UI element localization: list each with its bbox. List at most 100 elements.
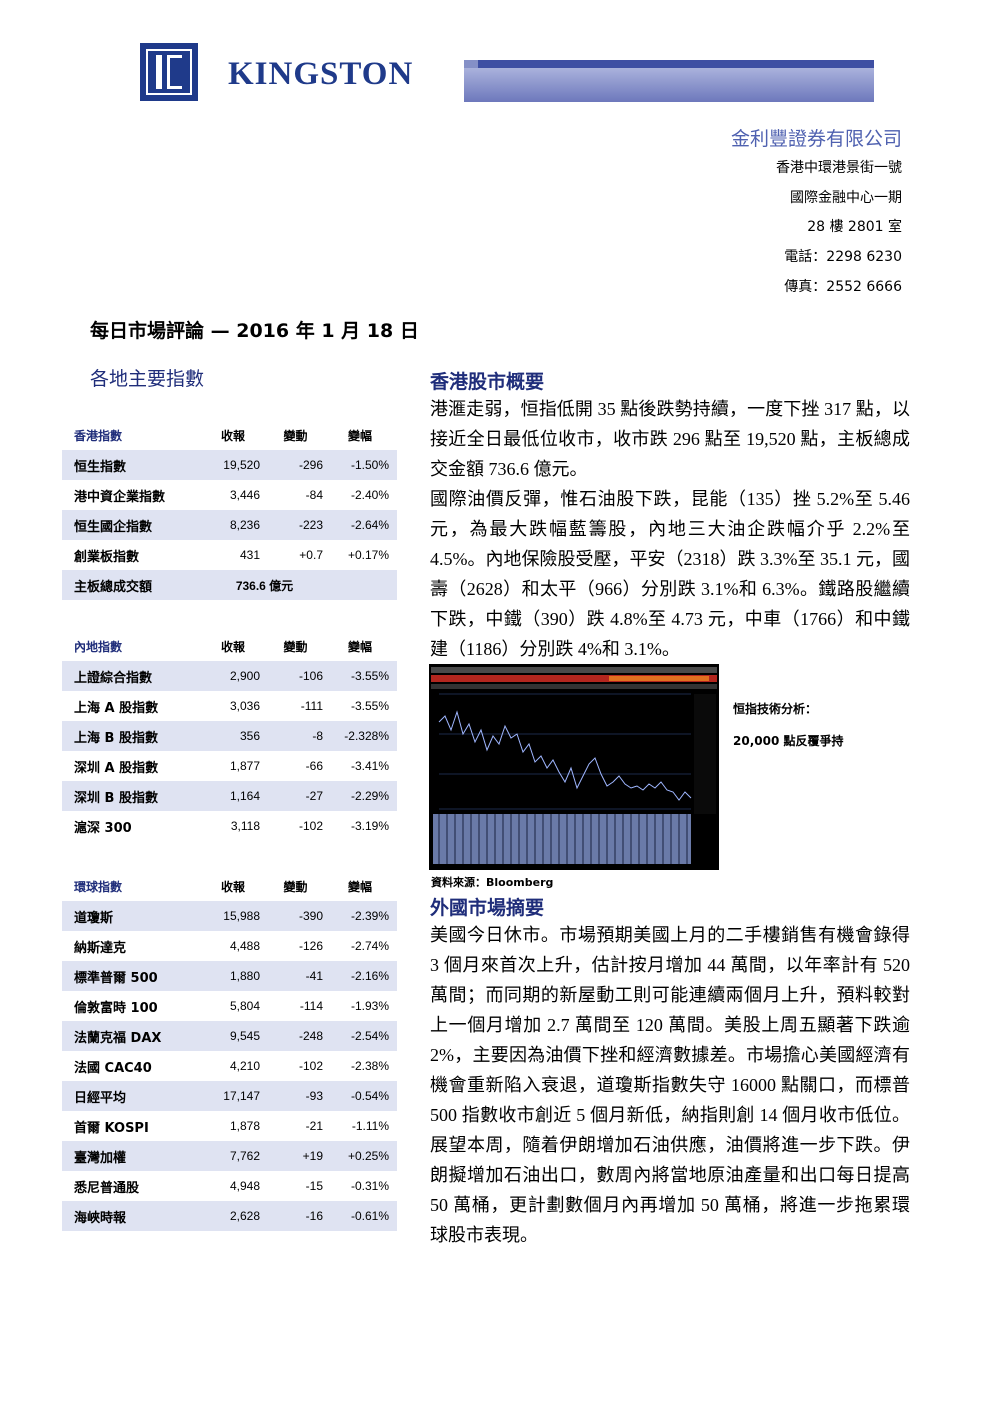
header-close: 收報 [220,639,245,654]
index-close: 1,878 [229,1119,260,1133]
header-change: 變動 [283,639,308,654]
address-line-1: 香港中環港景街一號 [776,160,902,176]
header-close: 收報 [220,879,245,894]
index-change: -93 [264,1081,327,1111]
index-close: 17,147 [202,1081,264,1111]
index-change: -114 [299,999,323,1013]
table-header-row: 內地指數 收報 變動 變幅 [62,631,397,661]
foreign-market-title: 外國市場摘要 [430,897,545,919]
index-close: 2,628 [202,1201,264,1231]
index-change: -390 [264,901,327,931]
index-change: -126 [298,939,323,953]
index-close: 431 [239,548,260,562]
index-change: -16 [264,1201,327,1231]
index-name: 納斯達克 [74,940,127,956]
index-pct: +0.25% [327,1141,397,1171]
index-close: 4,210 [229,1059,260,1073]
index-pct: -3.55% [327,661,397,691]
phone-number: 電話：2298 6230 [784,249,902,265]
header-change: 變動 [283,879,308,894]
index-change: -84 [305,488,323,502]
index-pct: -0.61% [327,1201,397,1231]
index-pct: -1.50% [327,450,397,480]
index-pct: -0.31% [350,1179,389,1193]
index-name: 恒生指數 [62,450,202,480]
hk-market-paragraph-2: 國際油價反彈，惟石油股下跌，昆能（135）挫 5.2%至 5.46 元，為最大跌… [430,489,910,659]
index-close: 1,164 [202,781,264,811]
index-close: 19,520 [202,450,264,480]
index-change: -15 [305,1179,323,1193]
index-pct: +0.17% [347,548,389,562]
index-pct: -1.11% [351,1119,389,1133]
technical-analysis-note: 20,000 點反覆爭持 [733,734,844,748]
index-name: 滬深 300 [74,820,132,836]
index-change: -102 [298,819,323,833]
index-name: 上證綜合指數 [62,661,202,691]
index-name: 深圳 B 股指數 [62,781,202,811]
index-name: 日經平均 [62,1081,202,1111]
turnover-value: 736.6 億元 [202,570,327,600]
index-change: -102 [298,1059,323,1073]
index-pct: -2.40% [350,488,389,502]
chart-source-caption: 資料來源：Bloomberg [431,876,554,889]
indices-section-title: 各地主要指數 [90,368,205,390]
index-close: 4,948 [229,1179,260,1193]
index-name: 法國 CAC40 [74,1060,152,1076]
index-name: 創業板指數 [74,549,140,565]
table-header-row: 香港指數收報變動變幅 [62,420,397,450]
index-pct: -2.38% [350,1059,389,1073]
index-close: 356 [202,721,264,751]
index-close: 9,545 [202,1021,264,1051]
index-pct: -2.74% [350,939,389,953]
fax-number: 傳真：2552 6666 [784,279,902,295]
index-pct: -2.29% [327,781,397,811]
index-pct: -3.55% [350,699,389,713]
index-close: 8,236 [202,510,264,540]
index-change: -8 [264,721,327,751]
index-pct: -0.54% [327,1081,397,1111]
index-pct: -2.39% [327,901,397,931]
index-name: 恒生國企指數 [62,510,202,540]
technical-analysis-label: 恒指技術分析： [733,702,818,716]
turnover-label: 主板總成交額 [62,570,202,600]
table-row: 悉尼普通股 4,948 -15 -0.31% [62,1171,397,1201]
index-change: -66 [305,759,323,773]
index-change: -27 [264,781,327,811]
header-pct: 變幅 [347,639,372,654]
index-name: 首爾 KOSPI [74,1120,149,1136]
index-close: 5,804 [229,999,260,1013]
address-line-3: 28 樓 2801 室 [807,219,902,235]
index-name: 港中資企業指數 [74,489,166,505]
kingston-logo-icon [140,43,198,101]
index-name: 悉尼普通股 [74,1180,140,1196]
index-change: -248 [264,1021,327,1051]
index-name: 標準普爾 500 [62,961,202,991]
index-name: 法蘭克福 DAX [62,1021,202,1051]
index-pct: -2.328% [327,721,397,751]
table-header-name: 香港指數 [74,428,123,443]
index-change: -41 [264,961,327,991]
brand-name: KINGSTON [228,56,414,92]
index-name: 倫敦富時 100 [74,1000,158,1016]
index-close: 2,900 [202,661,264,691]
table-header-name: 內地指數 [74,639,123,654]
index-change: -111 [300,699,323,713]
index-change: +0.7 [299,548,323,562]
index-pct: -3.19% [350,819,389,833]
foreign-market-paragraph: 美國今日休市。市場預期美國上月的二手樓銷售有機會錄得 3 個月來首次上升，估計按… [430,925,910,1245]
index-pct: -2.64% [327,510,397,540]
